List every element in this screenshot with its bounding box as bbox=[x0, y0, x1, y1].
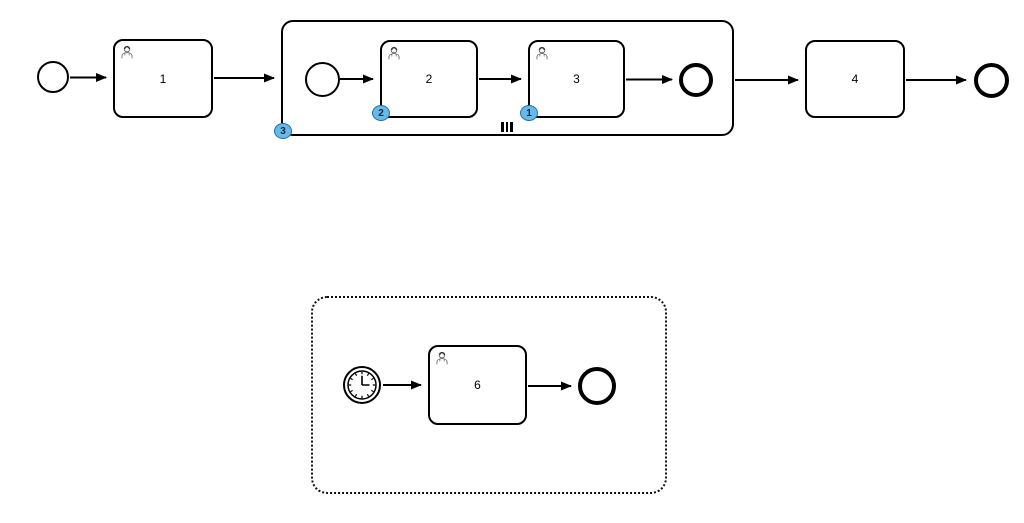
start-event-main[interactable] bbox=[37, 61, 69, 93]
user-icon bbox=[388, 46, 400, 60]
parallel-multi-instance-marker bbox=[501, 122, 513, 132]
user-icon bbox=[121, 45, 133, 59]
task-label: 4 bbox=[851, 72, 859, 86]
task-label: 2 bbox=[425, 72, 433, 86]
user-task-6[interactable]: 6 bbox=[428, 345, 527, 425]
task-label: 3 bbox=[573, 72, 580, 86]
clock-icon bbox=[348, 371, 376, 399]
user-task-2[interactable]: 2 bbox=[380, 40, 478, 118]
task-4[interactable]: 4 bbox=[805, 40, 905, 118]
timer-start-event[interactable] bbox=[342, 365, 382, 405]
task-label: 6 bbox=[474, 378, 481, 392]
user-icon bbox=[436, 351, 448, 365]
instance-count-badge-subprocess[interactable]: 3 bbox=[274, 123, 292, 139]
end-event-main[interactable] bbox=[974, 63, 1009, 98]
user-icon bbox=[536, 46, 548, 60]
start-event-subprocess[interactable] bbox=[305, 62, 340, 97]
task-label: 1 bbox=[159, 71, 167, 86]
end-event-lower[interactable] bbox=[578, 367, 616, 405]
instance-count-badge-task3[interactable]: 1 bbox=[520, 105, 538, 121]
event-subprocess[interactable] bbox=[311, 296, 667, 494]
user-task-3[interactable]: 3 bbox=[528, 40, 625, 118]
instance-count-badge-task2[interactable]: 2 bbox=[372, 105, 390, 121]
multi-instance-subprocess[interactable] bbox=[281, 20, 734, 136]
user-task-1[interactable]: 1 bbox=[113, 39, 213, 118]
end-event-subprocess[interactable] bbox=[679, 63, 713, 97]
